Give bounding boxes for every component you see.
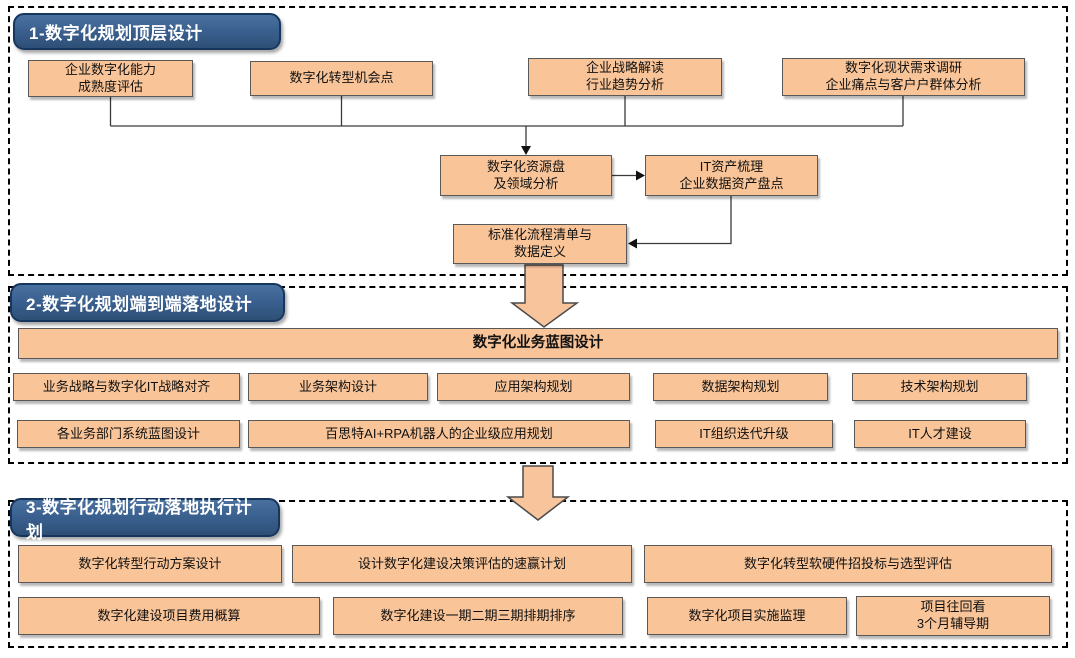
badge-section-3: 3-数字化规划行动落地执行计划 <box>10 498 280 542</box>
box-ai-rpa-planning: 百思特AI+RPA机器人的企业级应用规划 <box>248 420 630 448</box>
box-application-architecture: 应用架构规划 <box>437 373 630 401</box>
banner-digital-business-blueprint: 数字化业务蓝图设计 <box>18 328 1058 359</box>
box-it-asset-review: IT资产梳理 企业数据资产盘点 <box>645 155 818 196</box>
badge-section-1-label: 1-数字化规划顶层设计 <box>29 24 203 43</box>
box-bidding-evaluation: 数字化转型软硬件招投标与选型评估 <box>644 545 1052 583</box>
badge-section-3-label: 3-数字化规划行动落地执行计划 <box>26 497 253 542</box>
box-project-cost-estimate: 数字化建设项目费用概算 <box>18 597 320 635</box>
box-department-blueprint: 各业务部门系统蓝图设计 <box>17 420 240 448</box>
box-it-talent: IT人才建设 <box>854 420 1026 448</box>
box-it-org-upgrade: IT组织迭代升级 <box>655 420 833 448</box>
box-current-state-research: 数字化现状需求调研 企业痛点与客户户群体分析 <box>782 58 1025 96</box>
box-project-review-coaching: 项目往回看 3个月辅导期 <box>856 596 1050 636</box>
badge-section-2-label: 2-数字化规划端到端落地设计 <box>26 295 253 314</box>
box-digital-capability-maturity: 企业数字化能力 成熟度评估 <box>28 60 193 97</box>
box-strategy-interpretation: 企业战略解读 行业趋势分析 <box>528 58 722 96</box>
badge-section-2: 2-数字化规划端到端落地设计 <box>10 283 285 322</box>
box-transformation-opportunities: 数字化转型机会点 <box>250 61 433 96</box>
box-strategy-alignment: 业务战略与数字化IT战略对齐 <box>13 373 240 401</box>
box-digital-resource-inventory: 数字化资源盘 及领域分析 <box>440 155 612 196</box>
box-phase-scheduling: 数字化建设一期二期三期排期排序 <box>333 597 623 635</box>
box-quick-win-plan: 设计数字化建设决策评估的速赢计划 <box>292 545 632 583</box>
box-implementation-supervision: 数字化项目实施监理 <box>647 597 847 635</box>
box-data-architecture: 数据架构规划 <box>653 373 828 401</box>
box-standard-process-list: 标准化流程清单与 数据定义 <box>453 224 627 264</box>
box-business-architecture: 业务架构设计 <box>248 373 428 401</box>
badge-section-1: 1-数字化规划顶层设计 <box>13 13 281 50</box>
box-tech-architecture: 技术架构规划 <box>852 373 1027 401</box>
box-action-plan-design: 数字化转型行动方案设计 <box>18 545 282 583</box>
